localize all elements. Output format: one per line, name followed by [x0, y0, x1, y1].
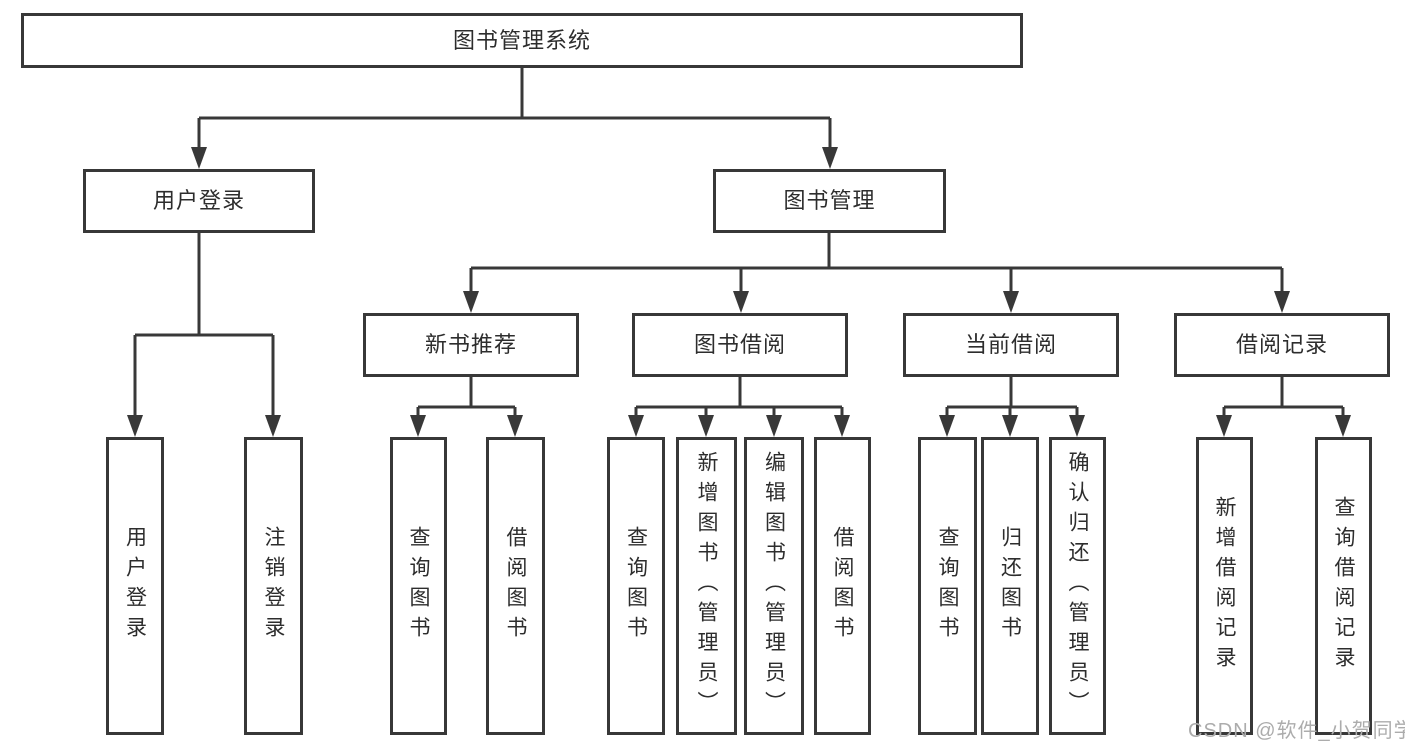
- node-current-borrowing: 当前借阅: [903, 313, 1119, 377]
- leaf-add-book-admin-label: 新增图书（管理员）: [695, 451, 718, 721]
- leaf-add-borrow-record: 新增借阅记录: [1196, 437, 1253, 735]
- node-borrowing-records: 借阅记录: [1174, 313, 1390, 377]
- node-new-book-recommend-label: 新书推荐: [424, 332, 517, 357]
- leaf-query-books-current-label: 查询图书: [936, 526, 959, 646]
- leaf-borrow-books-recommend: 借阅图书: [486, 437, 545, 735]
- leaf-edit-book-admin-label: 编辑图书（管理员）: [762, 451, 786, 721]
- leaf-query-borrow-record: 查询借阅记录: [1315, 437, 1372, 735]
- leaf-query-books-borrowing-label: 查询图书: [624, 526, 648, 646]
- node-library-system-label: 图书管理系统: [452, 27, 591, 53]
- node-book-management-label: 图书管理: [783, 188, 876, 213]
- leaf-borrow-books-borrowing-label: 借阅图书: [831, 526, 854, 646]
- leaf-confirm-return-admin: 确认归还（管理员）: [1049, 437, 1106, 735]
- leaf-add-borrow-record-label: 新增借阅记录: [1213, 496, 1236, 676]
- leaf-query-books-recommend-label: 查询图书: [407, 526, 430, 646]
- leaf-query-borrow-record-label: 查询借阅记录: [1332, 496, 1355, 676]
- watermark: CSDN @软件_小贺同学: [1188, 720, 1405, 742]
- leaf-return-book-label: 归还图书: [998, 526, 1022, 646]
- leaf-borrow-books-recommend-label: 借阅图书: [504, 526, 527, 646]
- arrowhead-icons: [127, 147, 1351, 437]
- leaf-query-books-borrowing: 查询图书: [607, 437, 665, 735]
- leaf-borrow-books-borrowing: 借阅图书: [814, 437, 871, 735]
- leaf-add-book-admin: 新增图书（管理员）: [676, 437, 737, 735]
- node-book-borrowing: 图书借阅: [632, 313, 848, 377]
- leaf-query-books-current: 查询图书: [918, 437, 977, 735]
- node-book-management: 图书管理: [713, 169, 946, 233]
- node-new-book-recommend: 新书推荐: [363, 313, 579, 377]
- leaf-query-books-recommend: 查询图书: [390, 437, 447, 735]
- node-book-borrowing-label: 图书借阅: [693, 332, 786, 357]
- leaf-edit-book-admin: 编辑图书（管理员）: [744, 437, 804, 735]
- node-library-system: 图书管理系统: [21, 13, 1023, 68]
- leaf-user-login-label: 用户登录: [123, 526, 147, 646]
- leaf-user-login: 用户登录: [106, 437, 164, 735]
- leaf-confirm-return-admin-label: 确认归还（管理员）: [1066, 451, 1089, 721]
- node-current-borrowing-label: 当前借阅: [964, 332, 1057, 357]
- leaf-logout-label: 注销登录: [262, 526, 285, 646]
- node-user-login-label: 用户登录: [152, 188, 245, 213]
- node-user-login: 用户登录: [83, 169, 315, 233]
- leaf-logout: 注销登录: [244, 437, 303, 735]
- leaf-return-book: 归还图书: [981, 437, 1039, 735]
- node-borrowing-records-label: 借阅记录: [1235, 332, 1328, 357]
